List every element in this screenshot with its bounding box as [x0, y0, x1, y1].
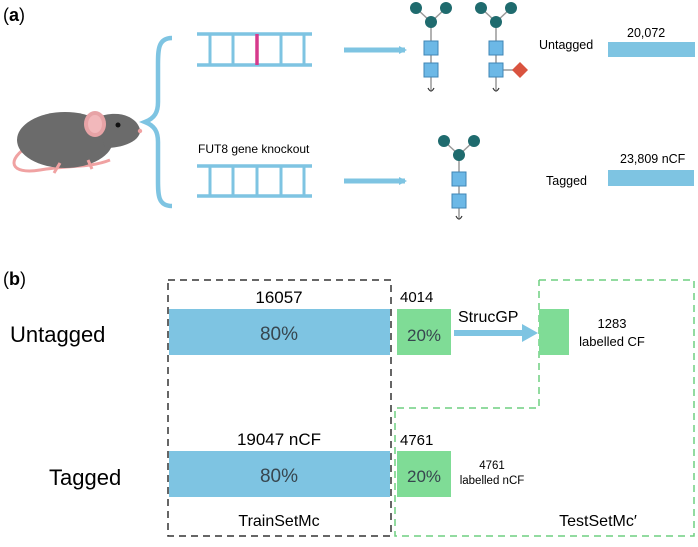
- fucosylated-glycan-icon: [475, 2, 528, 92]
- result-label-untagged: labelled CF: [579, 334, 645, 349]
- knockout-label: FUT8 gene knockout: [198, 142, 310, 156]
- glycan-structure-icon: [410, 2, 452, 92]
- curly-brace: [138, 35, 173, 209]
- result-count-untagged: 1283: [598, 316, 627, 331]
- glycan-tagged-icon: [438, 135, 480, 220]
- row-label-tagged-b: Tagged: [49, 465, 121, 490]
- train-count-tagged: 19047 nCF: [237, 430, 321, 449]
- train-pct-tagged: 80%: [260, 466, 298, 487]
- mouse-icon: [12, 111, 143, 174]
- test-pct-untagged: 20%: [407, 326, 441, 345]
- test-bar-tagged: [397, 451, 451, 497]
- train-pct-untagged: 80%: [260, 324, 298, 345]
- test-pct-tagged: 20%: [407, 467, 441, 486]
- tool-label: StrucGP: [458, 309, 518, 326]
- test-count-tagged: 4761: [400, 432, 433, 449]
- train-bar-untagged: [169, 309, 390, 355]
- test-set-label: TestSetMc′: [559, 513, 637, 530]
- panel-b-label: (b): [3, 269, 26, 289]
- count-untagged: 20,072: [627, 26, 665, 40]
- test-bar-untagged: [397, 309, 451, 355]
- train-count-untagged: 16057: [255, 288, 302, 307]
- test-set-box: [394, 279, 695, 537]
- panel-a: (a) FUT8 gene knockout: [3, 2, 695, 220]
- panel-b: (b) Untagged Tagged 16057 80% 4014 20% S…: [3, 269, 695, 537]
- train-set-label: TrainSetMc: [238, 513, 319, 530]
- strucgp-arrowhead: [522, 324, 538, 342]
- count-tagged: 23,809 nCF: [620, 152, 686, 166]
- dna-ladder-knockout: [197, 164, 312, 198]
- row-label-untagged: Untagged: [539, 38, 593, 52]
- dna-ladder-wildtype: [197, 32, 312, 67]
- result-label-tagged: labelled nCF: [460, 475, 525, 487]
- panel-a-label: (a): [3, 5, 25, 25]
- result-bar-untagged: [539, 309, 569, 355]
- test-count-untagged: 4014: [400, 289, 433, 306]
- row-label-tagged: Tagged: [546, 174, 587, 188]
- bar-tagged: [608, 170, 694, 186]
- train-set-box: [167, 279, 392, 537]
- bar-untagged: [608, 42, 695, 57]
- result-count-tagged: 4761: [479, 460, 505, 472]
- train-bar-tagged: [169, 451, 390, 497]
- row-label-untagged-b: Untagged: [10, 322, 105, 347]
